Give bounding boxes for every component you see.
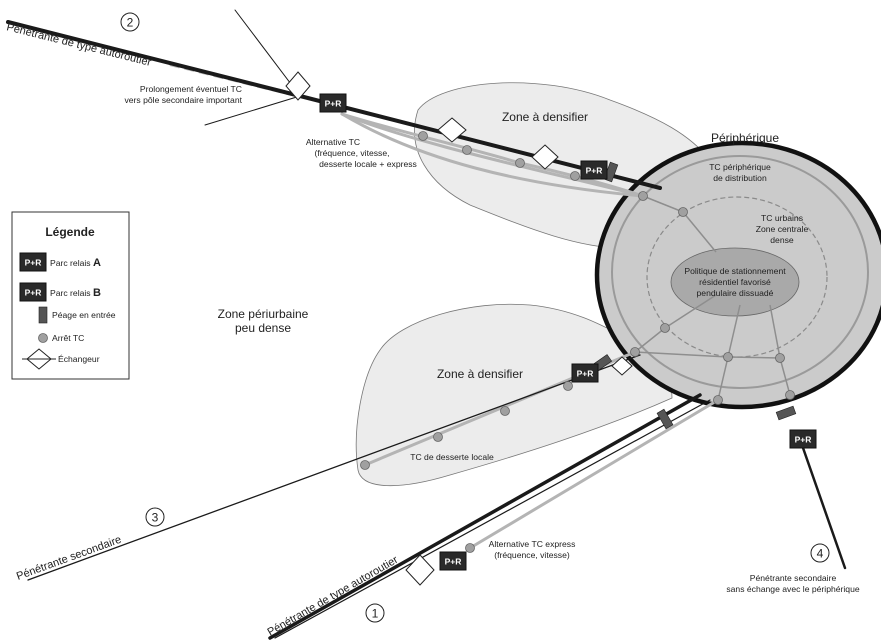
alt-tc-line2: (fréquence, vitesse, <box>315 148 390 158</box>
road-number-2-text: 2 <box>127 16 134 30</box>
park-ride-2: P+R <box>580 160 608 180</box>
park-ride-2-label: P+R <box>586 166 603 176</box>
legend-item-interchange-text: Échangeur <box>58 354 100 364</box>
road-number-1: 1 <box>365 603 385 623</box>
legend-item-tc-stop-text: Arrêt TC <box>52 333 84 343</box>
zone-densifier-top-label: Zone à densifier <box>502 110 588 124</box>
legend-item-park-ride-a-text: Parc relais A <box>50 257 101 269</box>
road-3-label: Pénétrante secondaire <box>15 534 123 583</box>
park-ride-a-icon-label: P+R <box>25 258 42 268</box>
tc-desserte-label: TC de desserte locale <box>410 452 494 462</box>
inner-tc-network <box>634 195 791 401</box>
park-ride-4: P+R <box>439 551 467 571</box>
road-number-3-text: 3 <box>152 511 159 525</box>
road-number-3: 3 <box>145 507 165 527</box>
park-ride-1-label: P+R <box>325 99 342 109</box>
legend-item-toll-text: Péage en entrée <box>52 310 116 320</box>
alt-express-line2: (fréquence, vitesse) <box>494 550 570 560</box>
interchanges <box>285 71 633 586</box>
park-ride-a-icon <box>19 252 47 272</box>
prolongement-line2: vers pôle secondaire important <box>124 95 242 105</box>
park-ride-1: P+R <box>319 93 347 113</box>
politique-line2: résidentiel favorisé <box>699 277 771 287</box>
tc-urbains-line1: TC urbains <box>761 213 803 223</box>
alt-express-line1: Alternative TC express <box>489 539 576 549</box>
tc-periph-line1: TC périphérique <box>709 162 771 172</box>
legend-item-interchange: Échangeur <box>22 348 100 370</box>
legend-item-toll: Péage en entrée <box>38 306 116 324</box>
zone-periurbaine-line1: Zone périurbaine <box>218 307 309 321</box>
tc-stops <box>360 131 795 553</box>
prolongement-line1: Prolongement éventuel TC <box>140 84 242 94</box>
alt-tc-line1: Alternative TC <box>306 137 360 147</box>
tc-urbains-line2: Zone centrale <box>756 224 809 234</box>
politique-line3: pendulaire dissuadé <box>697 288 774 298</box>
park-ride-3-label: P+R <box>577 369 594 379</box>
zone-densifier-bottom-label: Zone à densifier <box>437 367 523 381</box>
legend: Légende P+R Parc relais A P+R Parc relai… <box>11 211 130 380</box>
toll-icon <box>38 306 48 324</box>
park-ride-3: P+R <box>571 363 599 383</box>
park-ride-5-label: P+R <box>795 435 812 445</box>
parking-policy-zone <box>670 247 800 317</box>
tc-stop-icon <box>38 333 48 343</box>
tc-urbains-ring <box>646 196 828 358</box>
road-number-4-text: 4 <box>817 547 824 561</box>
legend-item-park-ride-b-text: Parc relais B <box>50 287 101 299</box>
road-1-label: Pénétrante de type autoroutier <box>266 554 401 639</box>
park-ride-b-icon-label: P+R <box>25 288 42 298</box>
park-ride-5: P+R <box>789 429 817 449</box>
tc-urbains-line3: dense <box>770 235 794 245</box>
legend-title: Légende <box>45 225 95 239</box>
road-number-4: 4 <box>810 543 830 563</box>
politique-line1: Politique de stationnement <box>684 266 786 276</box>
tc-peripherique-ring <box>611 155 869 389</box>
park-ride-4-label: P+R <box>445 557 462 567</box>
legend-item-park-ride-a: P+R Parc relais A <box>19 252 101 272</box>
legend-item-tc-stop: Arrêt TC <box>38 333 84 343</box>
alt-tc-line3: desserte locale + express <box>319 159 417 169</box>
road-4-label-line2: sans échange avec le périphérique <box>726 584 860 594</box>
tc-periph-line2: de distribution <box>713 173 767 183</box>
peripherique-label: Périphérique <box>711 131 779 145</box>
road-4-label-line1: Pénétrante secondaire <box>750 573 837 583</box>
road-number-1-text: 1 <box>372 607 379 621</box>
road-number-2: 2 <box>120 12 140 32</box>
legend-item-park-ride-b: P+R Parc relais B <box>19 282 101 302</box>
park-ride-b-icon <box>19 282 47 302</box>
zone-periurbaine-line2: peu dense <box>235 321 291 335</box>
